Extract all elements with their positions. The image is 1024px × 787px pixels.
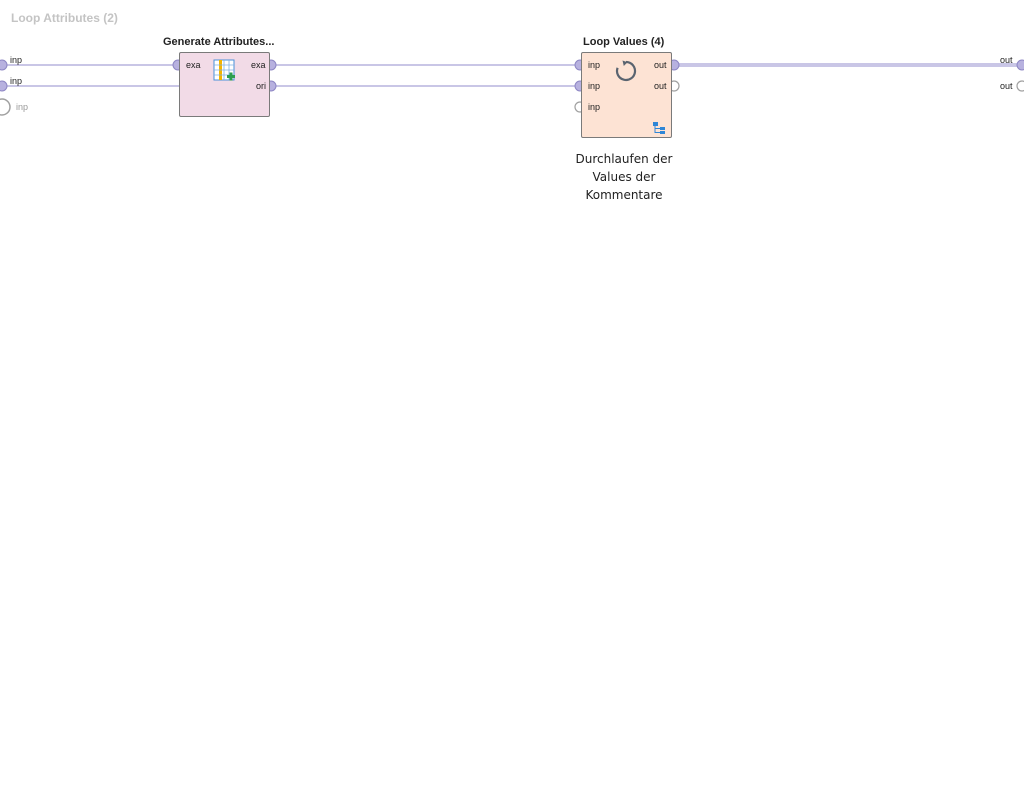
loop-values-title: Loop Values (4) [583,36,665,48]
loop-icon [615,60,637,82]
comment-line-3: Kommentare [585,188,663,202]
left-port-label-2: inp [10,76,23,86]
generate-in-label-exa: exa [186,60,201,70]
right-port-out-1[interactable] [1016,59,1024,71]
comment-line-1: Durchlaufen der [575,152,673,166]
canvas-title: Loop Attributes (2) [11,11,118,25]
generate-out-label-exa: exa [251,60,266,70]
left-port-label-3: inp [16,102,29,112]
loop-in-label-inp-1: inp [588,60,601,70]
right-port-out-2[interactable] [1016,80,1024,92]
generate-attributes-title: Generate Attributes... [163,36,275,48]
loop-values-comment[interactable]: Durchlaufen der Values der Kommentare [564,150,684,204]
generate-out-label-ori: ori [256,81,267,91]
left-port-inp-3[interactable] [0,98,11,116]
subprocess-icon[interactable] [652,121,666,135]
loop-in-label-inp-2: inp [588,81,601,91]
right-port-label-1: out [1000,55,1013,65]
left-port-inp-1[interactable] [0,59,8,71]
loop-out-label-out-2: out [654,81,667,91]
comment-line-2: Values der [592,170,656,184]
left-port-label-1: inp [10,55,23,65]
table-add-icon [213,59,235,81]
loop-out-label-out-1: out [654,60,667,70]
left-port-inp-2[interactable] [0,80,8,92]
loop-in-label-inp-3: inp [588,102,601,112]
right-port-label-2: out [1000,81,1013,91]
